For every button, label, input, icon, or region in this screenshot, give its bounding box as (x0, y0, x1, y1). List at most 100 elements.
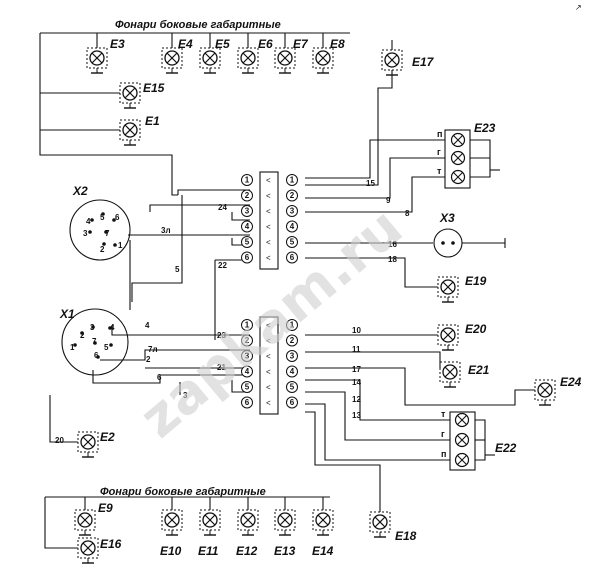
bottom-lamps-title: Фонари боковые габаритные (100, 486, 266, 498)
lamp-e1-label: E1 (145, 114, 160, 128)
block-lower-pin-left: 6 (245, 398, 250, 407)
contact-arrow: < (266, 368, 271, 377)
wire-number: 10 (352, 326, 361, 335)
x3-label: X3 (439, 211, 455, 225)
contact-arrow: < (266, 399, 271, 408)
lamp-e9-label: E9 (98, 501, 113, 515)
connector-x2: X2 (69, 184, 131, 261)
block-upper-pin-right: 6 (290, 253, 295, 262)
e22-label: E22 (495, 441, 517, 455)
lamp-e3-label: E3 (110, 37, 125, 51)
e22-section: т (441, 409, 470, 428)
lamp-e8: E8 (312, 37, 345, 74)
block-lower-pin-left: 5 (245, 383, 250, 392)
block-lower-pin-right: 3 (290, 352, 295, 361)
lamp-e7: E7 (274, 37, 309, 74)
lamp-e4: E4 (161, 37, 193, 74)
x1-pin-label: 4 (110, 323, 115, 332)
lamp-e12: E12 (236, 509, 259, 558)
wire-number: 2 (146, 355, 151, 364)
lamp-e10: E10 (160, 509, 183, 558)
e23-label: E23 (474, 121, 496, 135)
wire-number: 4 (145, 321, 150, 330)
block-lower-pin-right: 6 (290, 398, 295, 407)
block-upper-pin-left: 5 (245, 238, 250, 247)
e22-section: г (441, 429, 470, 448)
x1-label: X1 (59, 307, 75, 321)
block-lower-pin-left: 1 (245, 321, 250, 330)
block-lower-pin-right: 4 (290, 367, 295, 376)
connector-x3: X3 (433, 211, 506, 258)
block-upper-pin-left: 3 (245, 207, 250, 216)
x1-pin-label: 5 (104, 343, 109, 352)
lamp-e4-label: E4 (178, 37, 193, 51)
wire-number: 11 (352, 345, 361, 354)
lamp-e5-label: E5 (215, 37, 230, 51)
x2-pin-label: 4 (86, 217, 91, 226)
lamp-e24: E24 (534, 375, 582, 406)
contact-arrow: < (266, 337, 271, 346)
x1-pin-label: 6 (94, 351, 99, 360)
lamp-e19-label: E19 (465, 274, 487, 288)
wire-number: 18 (388, 255, 397, 264)
lamp-e9: E9 (74, 501, 113, 536)
corner-mark: ↗ (575, 3, 582, 12)
x2-pin-label: 5 (100, 213, 105, 222)
block-upper-pin-right: 3 (290, 207, 295, 216)
x2-pin-label: 7 (105, 229, 110, 238)
x1-pin-label: 2 (80, 331, 85, 340)
block-upper-pin-right: 2 (290, 191, 295, 200)
wire-number: 9 (386, 196, 391, 205)
lamp-e7-label: E7 (293, 37, 309, 51)
connector-x1: X1 (59, 307, 129, 376)
e22-section-label: т (441, 409, 446, 419)
x1-pin-label: 1 (70, 343, 75, 352)
e23-section: п (437, 129, 466, 148)
lamp-e15-label: E15 (143, 81, 165, 95)
lamp-e12-label: E12 (236, 544, 258, 558)
e22-section-label: п (441, 449, 446, 459)
terminal-block-upper: 1<12<23<34<45<56<6 (241, 171, 298, 270)
wire-number: 17 (352, 365, 361, 374)
e23-section-label: т (437, 166, 442, 176)
lamp-e21-label: E21 (468, 363, 490, 377)
lamp-e10-label: E10 (160, 544, 182, 558)
x1-pin-label: 7 (92, 337, 97, 346)
contact-arrow: < (266, 238, 271, 247)
block-lower-pin-left: 2 (245, 336, 250, 345)
x1-pins: 123 4 56 7 (70, 323, 115, 360)
lamp-e2: E2 (77, 430, 115, 458)
wire-number: 24 (218, 203, 227, 212)
wire-number: 23 (217, 331, 226, 340)
lamp-e6-label: E6 (258, 37, 273, 51)
lamp-e16: E16 (77, 537, 122, 564)
block-upper-pin-left: 6 (245, 253, 250, 262)
wire-number: 14 (352, 378, 361, 387)
lamp-e21: E21 (439, 361, 490, 388)
lamp-e5: E5 (199, 37, 230, 74)
lamp-e19: E19 (437, 274, 487, 303)
lamp-e17-label: E17 (412, 55, 435, 69)
e22-section-label: г (441, 429, 445, 439)
rear-lamp-e22: E22 (449, 411, 517, 471)
rear-lamp-e23: E23 (444, 121, 500, 189)
contact-arrow: < (266, 383, 271, 392)
x1-pin-label: 3 (90, 323, 95, 332)
terminal-block-lower: 1<12<23<34<45<56<6 (241, 316, 298, 415)
contact-arrow: < (266, 192, 271, 201)
lamp-e14-label: E14 (312, 544, 334, 558)
block-lower-pin-right: 5 (290, 383, 295, 392)
wire-number: 12 (352, 395, 361, 404)
x2-pin-label: 2 (100, 245, 105, 254)
e23-section: г (437, 147, 466, 166)
terminal-blocks: 1<12<23<34<45<56<61<12<23<34<45<56<6 (241, 171, 298, 415)
lamp-e11-label: E11 (198, 544, 219, 558)
wire-number: 5 (175, 265, 180, 274)
e23-section-label: п (437, 129, 442, 139)
block-upper-pin-left: 4 (245, 222, 250, 231)
lamp-e17: E17 (381, 49, 435, 76)
wire-number: 8 (405, 209, 410, 218)
lamp-e18: E18 (369, 511, 417, 543)
wire-number: 13 (352, 411, 361, 420)
